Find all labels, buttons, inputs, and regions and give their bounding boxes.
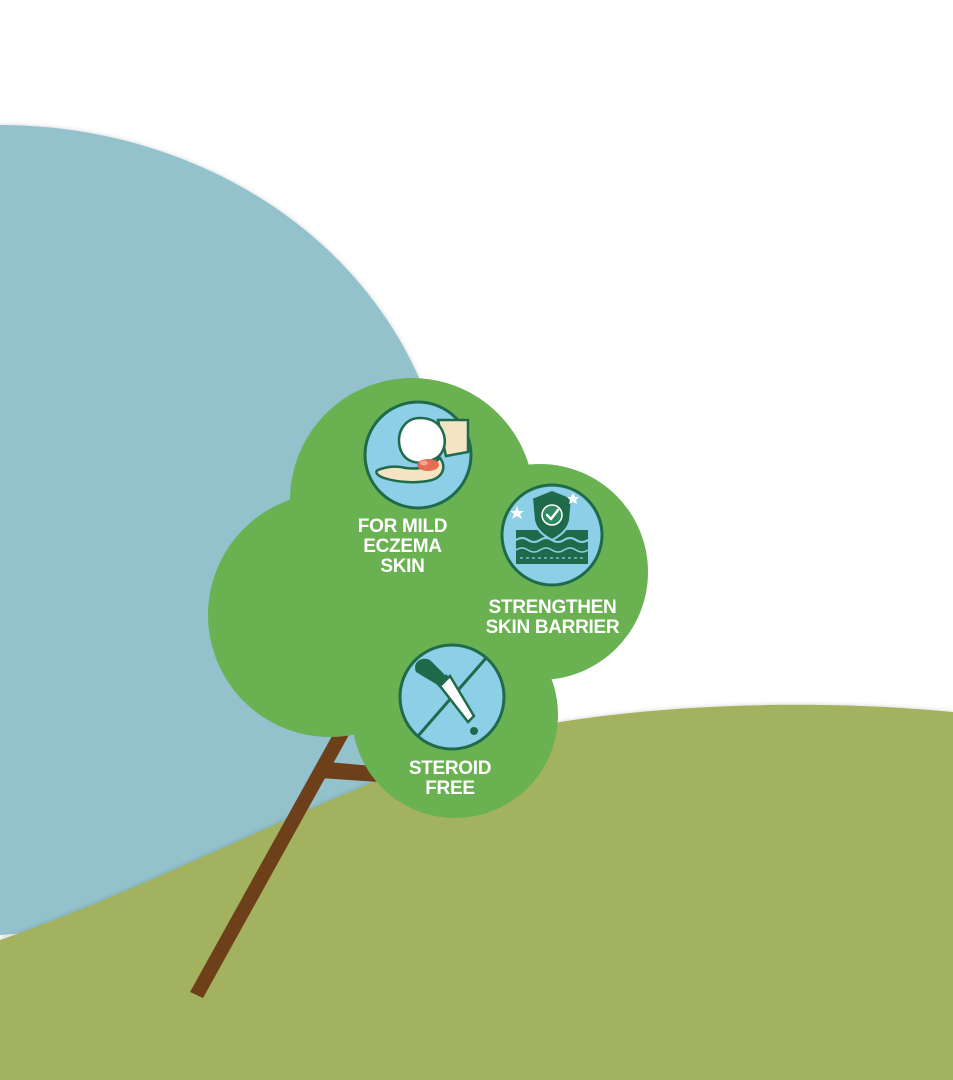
shield-skin-layer-icon <box>500 483 604 587</box>
hill <box>0 704 953 1080</box>
badge-label-mild-eczema: FOR MILD ECZEMA SKIN <box>340 517 465 577</box>
no-dropper-icon <box>398 643 506 751</box>
badge-label-line: FREE <box>425 778 475 799</box>
badge-label-steroid-free: STEROID FREE <box>385 759 515 799</box>
badge-label-line: STRENGTHEN <box>488 597 617 618</box>
badge-label-line: SKIN <box>380 556 425 577</box>
badge-label-line: FOR MILD <box>357 516 448 537</box>
badge-label-skin-barrier: STRENGTHEN SKIN BARRIER <box>470 598 635 638</box>
eczema-skin-icon <box>363 400 473 510</box>
badge-label-line: STEROID <box>408 758 492 779</box>
badge-label-line: SKIN BARRIER <box>485 617 620 638</box>
badge-label-line: ECZEMA <box>363 536 442 557</box>
